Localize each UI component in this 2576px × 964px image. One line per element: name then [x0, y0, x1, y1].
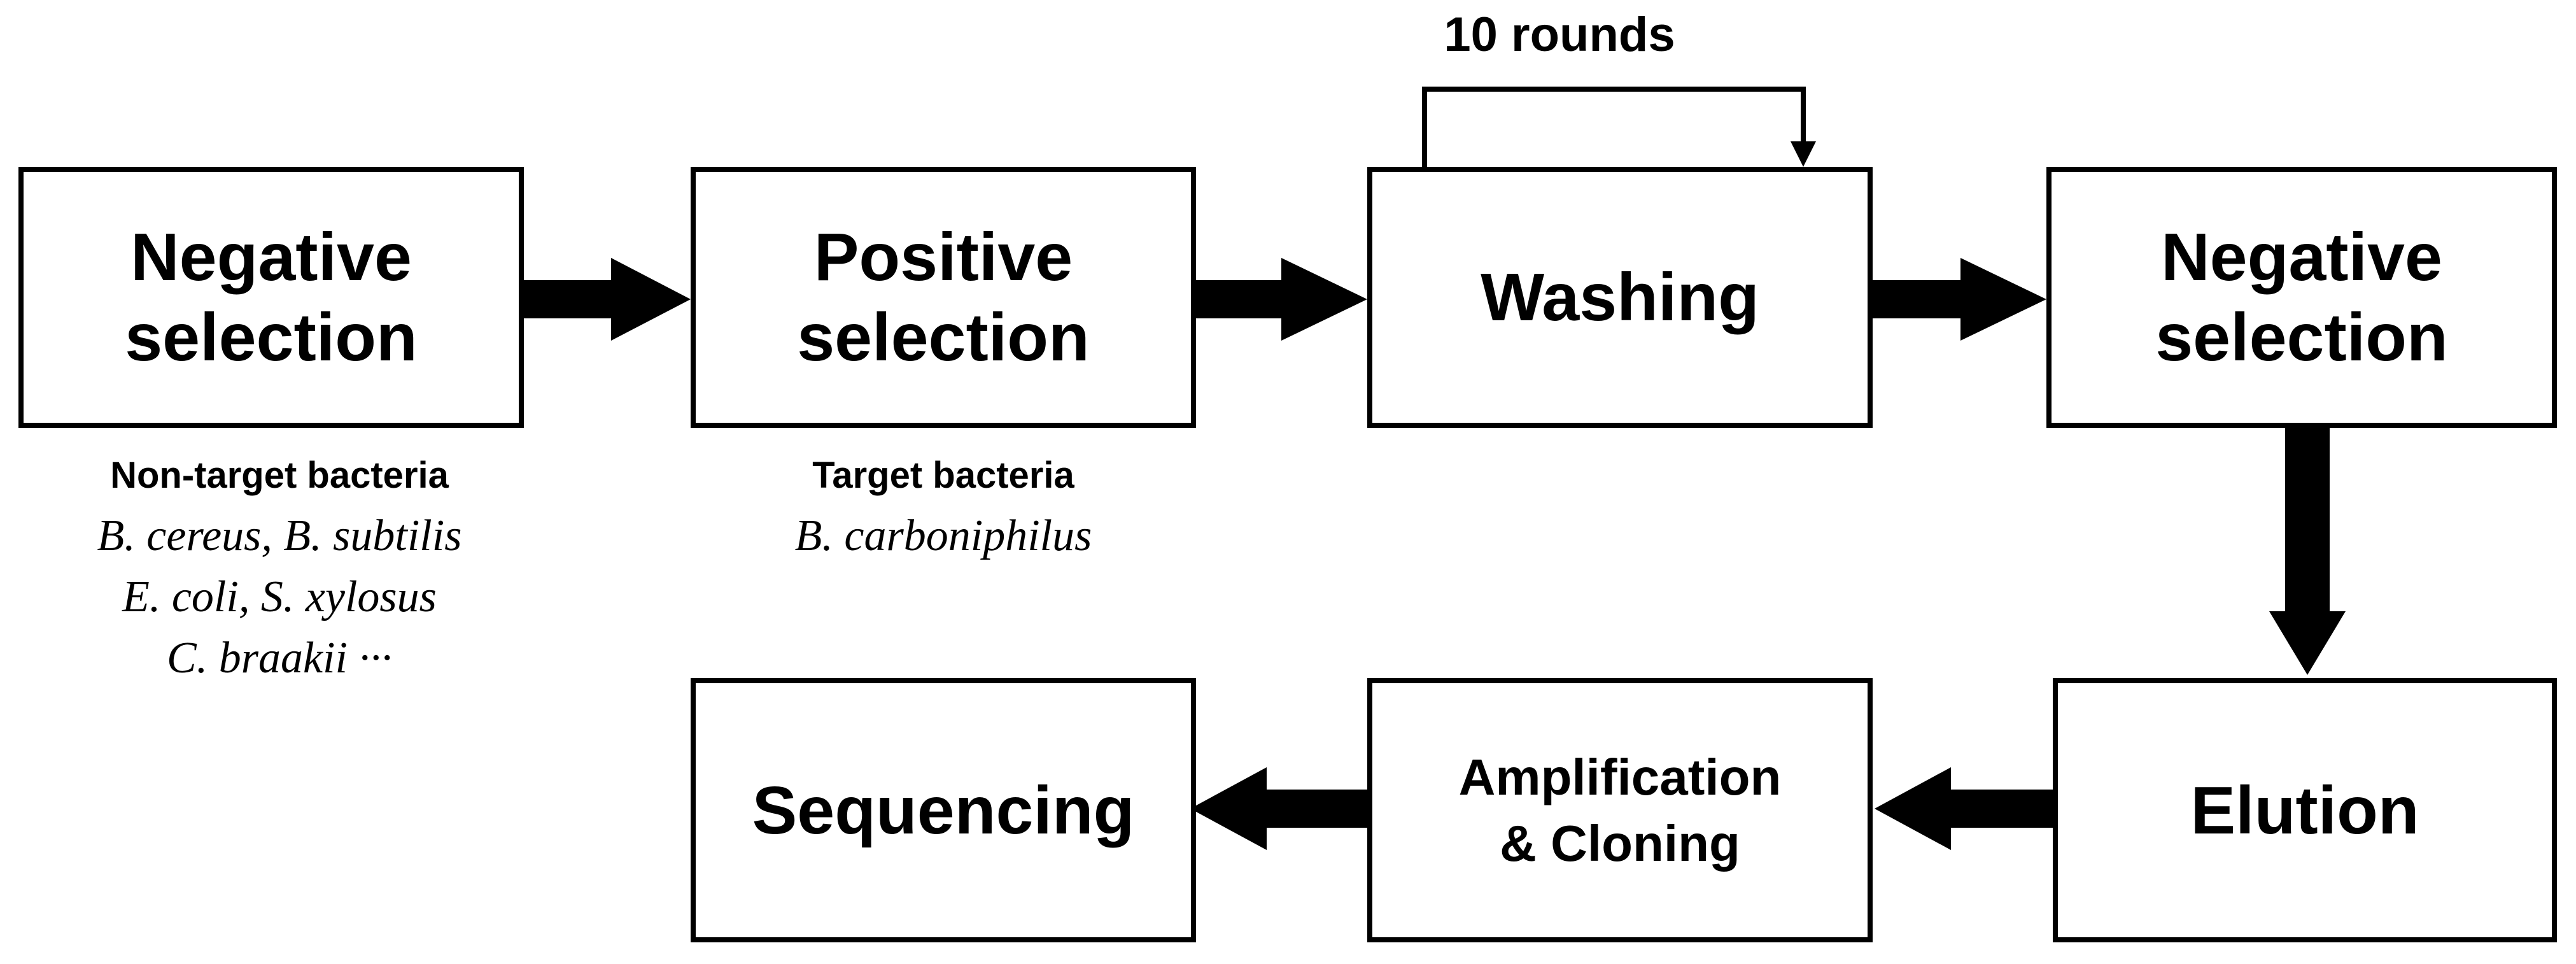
step-label-line: selection	[797, 300, 1090, 375]
arrow-neg-to-pos	[521, 258, 691, 341]
step-sequencing: Sequencing	[691, 678, 1196, 942]
arrow-amplification-to-sequencing	[1190, 767, 1374, 850]
step-negative-selection-1: Negative selection	[18, 167, 524, 428]
step-label-line: selection	[125, 300, 418, 375]
step-label-line: Positive	[813, 220, 1073, 295]
arrow-elution-to-amplification	[1875, 767, 2053, 850]
step-label-line: Amplification	[1458, 748, 1782, 805]
step-label-line: selection	[2155, 300, 2448, 375]
step-label-line: & Cloning	[1500, 814, 1740, 872]
arrow-pos-to-washing	[1191, 258, 1367, 341]
caption-species: B. cereus, B. subtilis	[97, 511, 462, 560]
step-label-line: Washing	[1481, 260, 1759, 335]
caption-target: Target bacteria B. carboniphilus	[691, 446, 1196, 567]
caption-species: B. carboniphilus	[794, 511, 1092, 560]
arrow-washing-to-neg	[1870, 258, 2046, 341]
step-label-line: Negative	[130, 220, 412, 295]
step-elution: Elution	[2053, 678, 2557, 942]
step-positive-selection: Positive selection	[691, 167, 1196, 428]
loop-bracket	[1422, 87, 1806, 167]
step-label-line: Negative	[2161, 220, 2442, 295]
caption-non-target: Non-target bacteria B. cereus, B. subtil…	[18, 446, 540, 689]
loop-arrowhead	[1791, 141, 1816, 167]
step-label-line: Elution	[2190, 772, 2419, 848]
caption-heading: Target bacteria	[812, 455, 1074, 496]
step-negative-selection-2: Negative selection	[2046, 167, 2557, 428]
arrow-neg-to-elution	[2269, 427, 2346, 675]
step-washing: Washing	[1367, 167, 1873, 428]
caption-heading: Non-target bacteria	[110, 455, 449, 496]
loop-label: 10 rounds	[1444, 8, 1675, 62]
caption-species: C. braakii ···	[167, 634, 392, 683]
step-amplification-cloning: Amplification & Cloning	[1367, 678, 1873, 942]
caption-species: E. coli, S. xylosus	[122, 572, 437, 621]
step-label-line: Sequencing	[752, 772, 1135, 848]
